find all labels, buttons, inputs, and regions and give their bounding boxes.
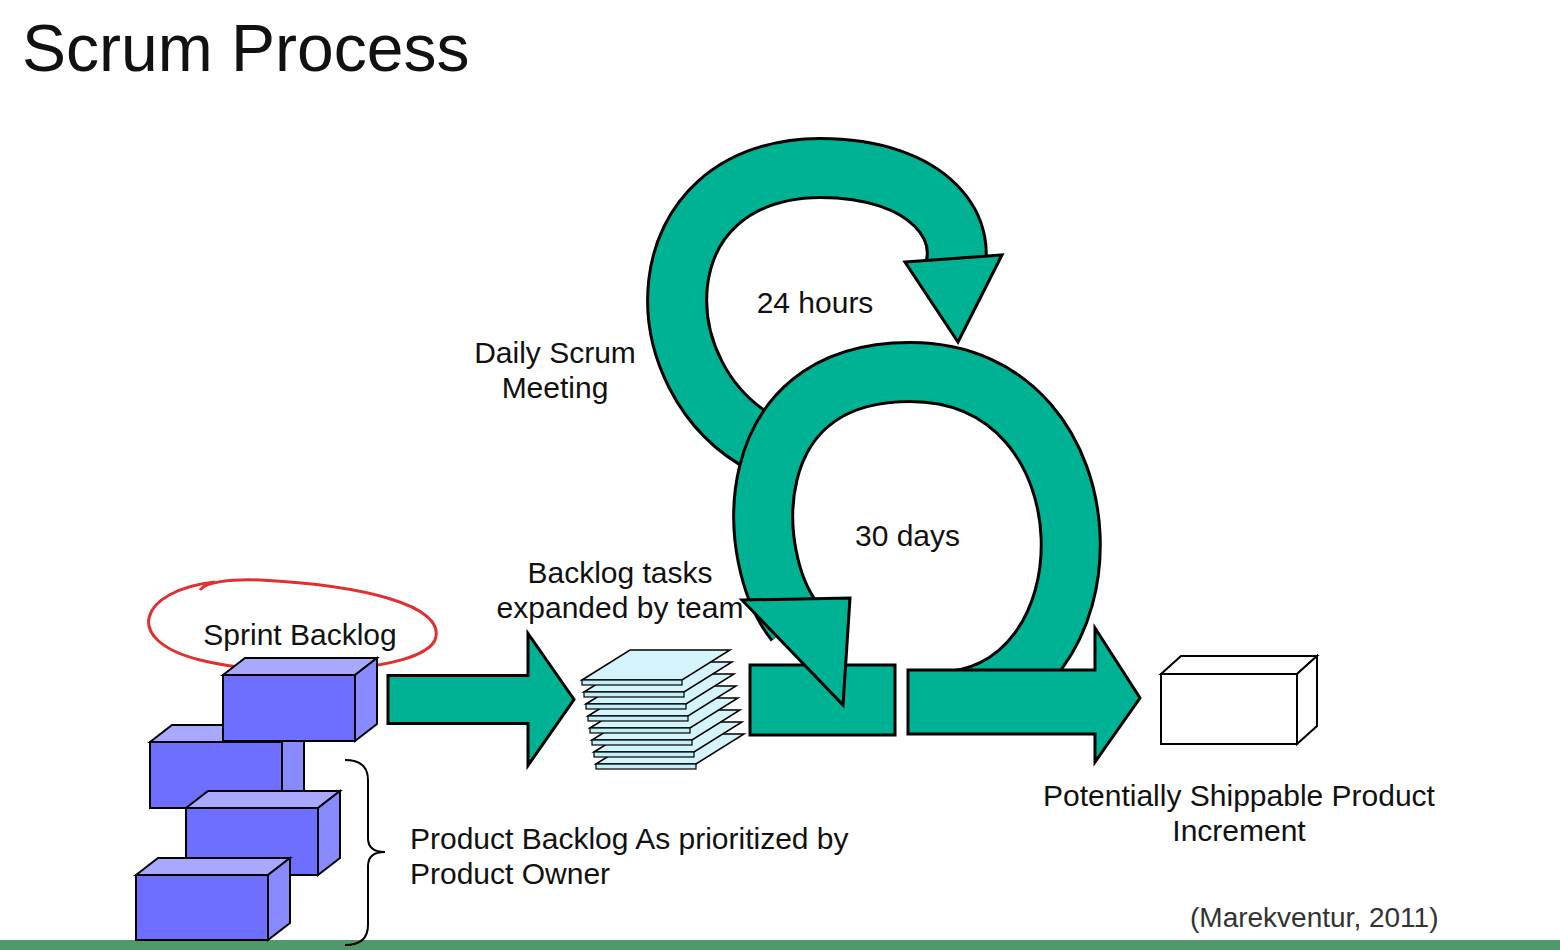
cycle-label: 30 days <box>820 518 995 553</box>
title: Scrum Process <box>22 8 469 88</box>
bracket <box>345 760 385 945</box>
bottom-bar <box>0 940 1560 950</box>
increment-box: Potentially Shippable Product Increment <box>1160 655 1318 745</box>
sprint-backlog-box-outline <box>222 657 378 742</box>
caption: (Marekventur, 2011) <box>1190 900 1439 935</box>
block-arrow <box>388 634 574 766</box>
meeting-label: Daily Scrum Meeting <box>445 335 665 405</box>
backlog-label: Product Backlog As prioritized by Produc… <box>410 821 930 891</box>
sprint-backlog-box: Sprint Backlog <box>222 657 378 742</box>
increment-box-outline <box>1160 655 1318 745</box>
product-backlog-stack <box>136 725 340 940</box>
task-pile-outline <box>580 640 735 760</box>
node-label: Sprint Backlog <box>135 617 465 652</box>
node-label: Backlog tasks expanded by team <box>470 555 770 625</box>
sprint-loop <box>742 372 1140 762</box>
cycle-label: 24 hours <box>720 285 910 320</box>
task-pile: Backlog tasks expanded by team <box>580 640 735 760</box>
node-label: Potentially Shippable Product Increment <box>1019 778 1459 848</box>
